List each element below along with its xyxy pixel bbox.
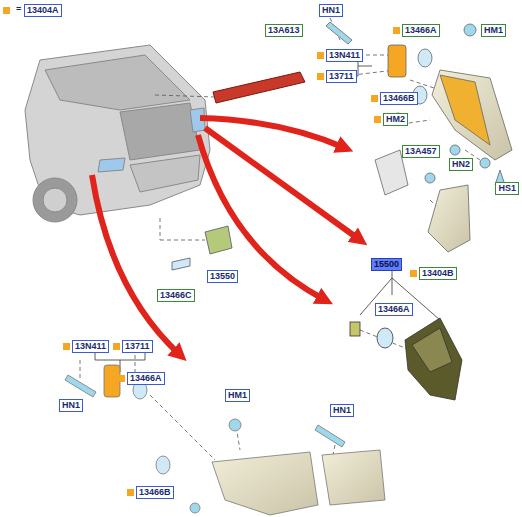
callout-number: HM1 [481, 24, 506, 37]
callout-number: HN1 [59, 399, 83, 412]
stop-lamp [213, 72, 305, 103]
orange-marker [317, 52, 324, 59]
reverse-lamp [350, 318, 462, 400]
callout-number: 13466A [402, 24, 440, 37]
brackets [95, 55, 440, 372]
callout-number: 13466C [157, 289, 195, 302]
callout-number: 13N411 [72, 340, 109, 353]
lower-lamp [65, 365, 385, 515]
vehicle [25, 45, 210, 222]
legend-text: 13404A [24, 4, 62, 17]
leader-lines [80, 18, 480, 470]
orange-marker [317, 73, 324, 80]
orange-marker [393, 27, 400, 34]
licence-lamp [172, 226, 232, 270]
callout-number: 13711 [122, 340, 153, 353]
callout-number: HN2 [449, 158, 473, 171]
legend-swatch [3, 7, 10, 14]
callout-number: 13466B [136, 486, 174, 499]
callout-number: HM1 [225, 389, 250, 402]
callout-number: 13711 [326, 70, 357, 83]
orange-marker [113, 343, 120, 350]
callout-number: HM2 [383, 113, 408, 126]
callout-number: 13N411 [326, 49, 363, 62]
callout-number: HS1 [495, 182, 519, 195]
orange-marker [374, 116, 381, 123]
rear-lamp [326, 22, 512, 185]
callout-number: 13466B [380, 92, 418, 105]
orange-marker [127, 489, 134, 496]
orange-marker [63, 343, 70, 350]
callout-number: 13A457 [402, 145, 440, 158]
callout-number: 13404B [419, 267, 457, 280]
equals-sign: = [14, 4, 23, 15]
callout-number: 13550 [207, 270, 238, 283]
callout-number: 13A613 [265, 24, 303, 37]
orange-marker [410, 270, 417, 277]
callout-number: 15500 [371, 258, 402, 271]
callout-number: 13466A [375, 303, 413, 316]
callout-number: 13466A [127, 372, 165, 385]
zoom-arrows [92, 118, 360, 355]
orange-marker [118, 375, 125, 382]
callout-number: HN1 [330, 404, 354, 417]
orange-marker [371, 95, 378, 102]
callout-number: HN1 [319, 4, 343, 17]
